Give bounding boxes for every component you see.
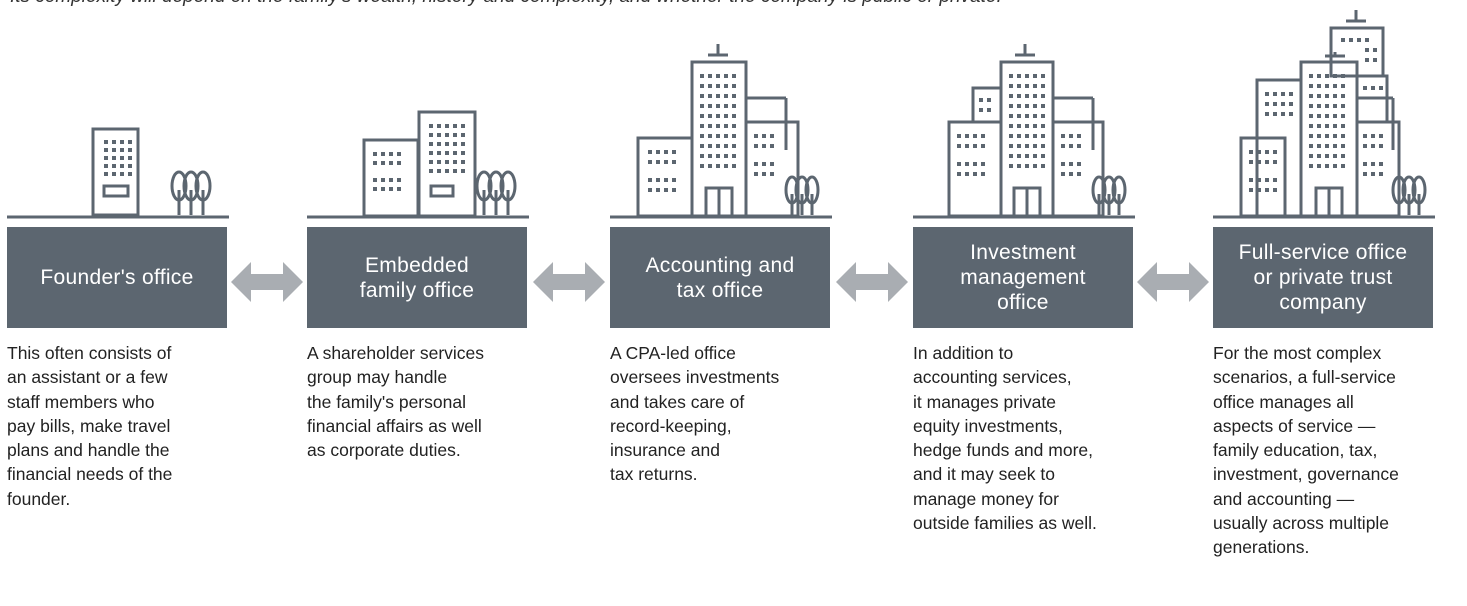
stage-full-service-office: Full-service office or private trust com… — [1213, 0, 1443, 606]
stage-title-line: Full-service office — [1238, 241, 1408, 264]
description-line: financial affairs as well — [307, 415, 482, 436]
double-arrow-icon — [836, 262, 908, 302]
description-line: hedge funds and more, — [913, 440, 1093, 461]
stage-title-line: office — [997, 291, 1049, 314]
description-line: and takes care of — [610, 391, 745, 412]
description-line: accounting services, — [913, 367, 1072, 388]
description-line: insurance and — [610, 440, 720, 461]
description-line: A CPA-led office — [610, 343, 736, 363]
stage-embedded-family-office: Embedded family office A shareholder ser… — [307, 0, 537, 606]
stage-accounting-tax-office: Accounting and tax office A CPA-led offi… — [610, 0, 840, 606]
two-building-office-icon — [307, 0, 537, 222]
description-line: outside families as well. — [913, 513, 1097, 534]
stage-description: For the most complex scenarios, a full-s… — [1213, 341, 1445, 560]
stage-title-line: management — [960, 266, 1086, 289]
stage-description: A shareholder services group may handle … — [307, 341, 539, 462]
description-line: usually across multiple — [1213, 513, 1390, 534]
double-arrow-icon — [533, 262, 605, 302]
description-line: equity investments, — [913, 415, 1063, 436]
double-arrow-icon — [1137, 262, 1209, 302]
stage-title-line: Founder's office — [40, 266, 194, 289]
description-line: it manages private — [913, 391, 1056, 412]
stage-investment-management-office: Investment management office In addition… — [913, 0, 1143, 606]
description-line: manage money for — [913, 488, 1059, 509]
description-line: aspects of service — — [1213, 415, 1376, 436]
stage-title-line: company — [1279, 291, 1367, 314]
skyline-campus-icon — [1213, 0, 1443, 222]
description-line: This often consists of — [7, 343, 172, 363]
description-line: founder. — [7, 488, 71, 509]
description-line: tax returns. — [610, 464, 698, 485]
description-line: In addition to — [913, 343, 1014, 363]
description-line: office manages all — [1213, 391, 1354, 412]
description-line: scenarios, a full-service — [1213, 367, 1396, 388]
description-line: pay bills, make travel — [7, 415, 171, 436]
description-line: generations. — [1213, 537, 1310, 558]
tower-complex-icon — [913, 0, 1143, 222]
description-line: and it may seek to — [913, 464, 1056, 485]
stage-title-box: Investment management office — [913, 227, 1133, 328]
intro-text: Its complexity will depend on the family… — [10, 0, 1002, 8]
stage-title-box: Founder's office — [7, 227, 227, 328]
description-line: an assistant or a few — [7, 367, 168, 388]
stage-title-line: Accounting and — [645, 253, 795, 277]
description-line: staff members who — [7, 391, 155, 412]
stage-description: In addition to accounting services, it m… — [913, 341, 1145, 535]
stage-title-box: Full-service office or private trust com… — [1213, 227, 1433, 328]
description-line: and accounting — — [1213, 488, 1355, 509]
stage-title-line: Investment — [970, 241, 1076, 264]
description-line: plans and handle the — [7, 440, 170, 461]
description-line: A shareholder services — [307, 343, 485, 363]
small-office-building-icon — [7, 0, 237, 222]
description-line: For the most complex — [1213, 343, 1382, 363]
stage-title-line: tax office — [676, 278, 764, 302]
description-line: group may handle — [307, 367, 448, 388]
stage-description: A CPA-led office oversees investments an… — [610, 341, 842, 487]
stage-title-line: family office — [359, 278, 475, 302]
stage-title-line: or private trust — [1253, 266, 1393, 289]
description-line: as corporate duties. — [307, 440, 461, 461]
description-line: family education, tax, — [1213, 440, 1378, 461]
description-line: investment, governance — [1213, 464, 1399, 485]
stage-title-box: Accounting and tax office — [610, 227, 830, 328]
description-line: the family's personal — [307, 391, 466, 412]
stage-description: This often consists of an assistant or a… — [7, 341, 239, 511]
stage-founders-office: Founder's office This often consists of … — [7, 0, 237, 606]
description-line: record-keeping, — [610, 415, 732, 436]
description-line: oversees investments — [610, 367, 780, 388]
double-arrow-icon — [231, 262, 303, 302]
tower-office-icon — [610, 0, 840, 222]
stage-title-box: Embedded family office — [307, 227, 527, 328]
stage-title-line: Embedded — [365, 253, 469, 277]
description-line: financial needs of the — [7, 464, 173, 485]
